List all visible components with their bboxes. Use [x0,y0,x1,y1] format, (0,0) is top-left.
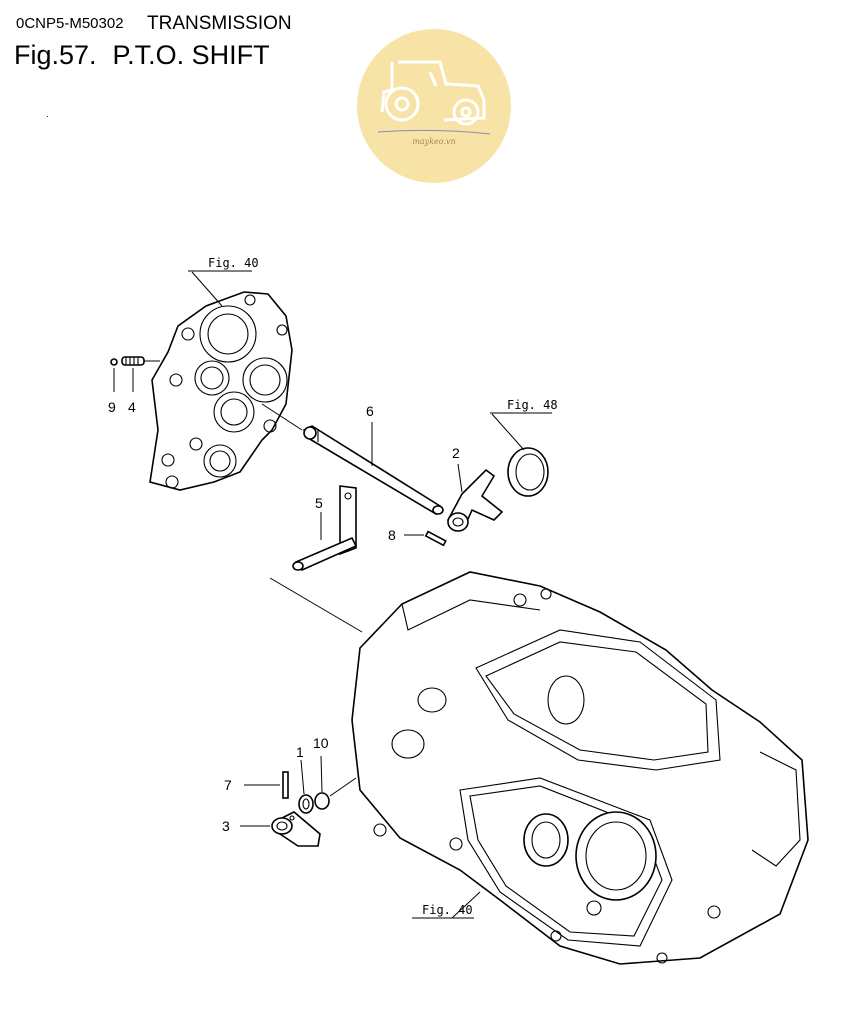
leader-fig40-top [191,271,223,307]
callout-5: 5 [315,495,323,511]
section-title: TRANSMISSION [147,13,292,34]
leader-fig40-bottom [451,891,481,919]
callout-1: 1 [296,744,304,760]
callout-9: 9 [108,399,116,415]
tractor-icon [380,60,486,126]
assembly-line [269,577,363,633]
drawing-code: 0CNP5-M50302 [16,15,124,32]
watermark-text: maykeo.vn [412,137,455,146]
front-cover-plate [149,291,293,491]
callout-10: 10 [313,735,329,751]
part-4-spring [121,356,145,366]
ref-fig48: Fig. 48 [507,398,558,412]
fig48-sleeve [507,447,549,497]
callout-2: 2 [452,445,460,461]
callout-6: 6 [366,403,374,419]
part-7-pin [282,771,289,799]
figure-title: P.T.O. SHIFT [112,40,270,70]
callout-3: 3 [222,818,230,834]
figure-heading: Fig.57. P.T.O. SHIFT [14,40,270,71]
transmission-case [351,571,809,965]
stray-dot [47,116,48,117]
callout-4: 4 [128,399,136,415]
ref-fig40-bottom: Fig. 40 [422,903,473,917]
part-5-shift-arm [292,485,358,571]
part-8-pin [424,530,447,547]
part-3-lever [271,811,321,847]
part-6-shift-shaft [302,425,444,516]
ref-fig40-top: Fig. 40 [208,256,259,270]
figure-number: Fig.57. [14,40,97,70]
part-10-o-ring [314,792,330,810]
part-1-ring [298,794,314,814]
part-9-ball [110,358,118,366]
part-2-shift-fork [446,468,504,532]
watermark-logo: maykeo.vn [357,29,511,183]
callout-7: 7 [224,777,232,793]
callout-8: 8 [388,527,396,543]
